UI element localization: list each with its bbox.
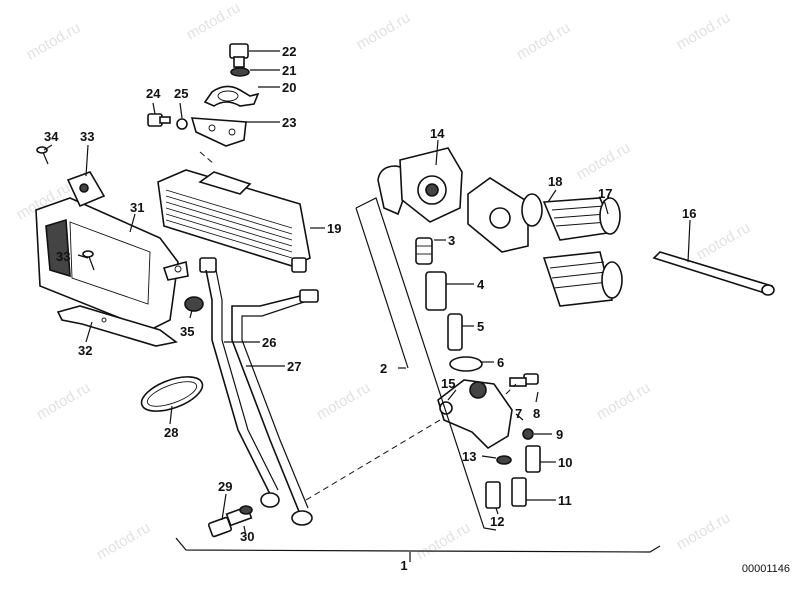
part-25-washer <box>176 118 188 130</box>
callout-31: 31 <box>130 200 144 215</box>
callout-1: 1 <box>400 558 407 573</box>
callout-11: 11 <box>558 493 572 508</box>
part-11-bolt <box>511 477 527 507</box>
watermark: motod.ru <box>34 379 94 423</box>
callout-29: 29 <box>218 479 232 494</box>
part-6-o-ring <box>449 356 483 372</box>
part-17-filter-element <box>542 197 623 307</box>
callout-23: 23 <box>282 115 296 130</box>
watermark: motod.ru <box>314 379 374 423</box>
part-21-washer <box>230 67 250 77</box>
watermark: motod.ru <box>694 219 754 263</box>
callout-28: 28 <box>164 425 178 440</box>
callout-24: 24 <box>146 86 161 101</box>
part-23-bracket <box>190 117 247 147</box>
callout-4: 4 <box>477 277 485 292</box>
part-19-oil-cooler <box>157 169 311 273</box>
watermark: motod.ru <box>674 9 734 53</box>
watermark: motod.ru <box>574 139 634 183</box>
part-20-clamp <box>203 85 260 107</box>
callout-21: 21 <box>282 63 296 78</box>
callout-14: 14 <box>430 126 445 141</box>
watermark: motod.ru <box>414 519 474 563</box>
watermark: motod.ru <box>674 509 734 553</box>
part-14-filter-housing <box>377 147 463 223</box>
callout-19: 19 <box>327 221 341 236</box>
part-30-washer <box>239 505 253 515</box>
callout-13: 13 <box>462 449 476 464</box>
callout-18: 18 <box>548 174 562 189</box>
callout-30: 30 <box>240 529 254 544</box>
watermark: motod.ru <box>354 9 414 53</box>
callout-34: 34 <box>44 129 59 144</box>
part-16-rod <box>652 251 775 296</box>
part-8-bolt <box>509 373 539 387</box>
callout-6: 6 <box>497 355 504 370</box>
part-27-oil-line <box>231 289 319 526</box>
part-4-valve <box>425 271 447 311</box>
callout-33: 33 <box>80 129 94 144</box>
callout-26: 26 <box>262 335 276 350</box>
part-9-washer <box>522 428 534 440</box>
watermark: motod.ru <box>94 519 154 563</box>
watermark: motod.ru <box>514 19 574 63</box>
part-32-bracket <box>56 305 178 347</box>
watermark: motod.ru <box>24 19 84 63</box>
part-28-hose-clamp <box>140 376 204 412</box>
callout-3: 3 <box>448 233 455 248</box>
callout-25: 25 <box>174 86 188 101</box>
callout-27: 27 <box>287 359 301 374</box>
part-gasket <box>467 177 529 253</box>
part-24-bolt <box>147 113 171 127</box>
part-12-screw <box>485 481 501 509</box>
diagram-code: 00001146 <box>742 563 790 575</box>
callout-8: 8 <box>533 406 540 421</box>
part-31-cooler-cover <box>35 197 189 331</box>
part-18-o-ring <box>521 193 543 227</box>
callout-labels: 1 2 3 4 5 6 7 8 9 10 11 12 13 14 15 16 1… <box>44 44 696 573</box>
watermark: motod.ru <box>184 0 244 43</box>
watermark: motod.ru <box>594 379 654 423</box>
callout-2: 2 <box>380 361 387 376</box>
part-5-piston <box>447 313 463 351</box>
callout-15: 15 <box>441 376 455 391</box>
part-10-plug <box>525 445 541 473</box>
part-22-bolt <box>229 43 249 68</box>
part-3-spring <box>415 237 433 265</box>
callout-22: 22 <box>282 44 296 59</box>
callout-9: 9 <box>556 427 563 442</box>
part-26-oil-line <box>205 269 280 508</box>
callout-7: 7 <box>515 406 522 421</box>
callout-33: 33 <box>56 249 70 264</box>
callout-17: 17 <box>598 186 612 201</box>
part-33-clip <box>66 171 106 208</box>
callout-5: 5 <box>477 319 484 334</box>
callout-12: 12 <box>490 514 504 529</box>
callout-35: 35 <box>180 324 194 339</box>
callout-20: 20 <box>282 80 296 95</box>
part-34-screw <box>36 146 49 165</box>
part-35-grommet <box>184 296 204 312</box>
callout-32: 32 <box>78 343 92 358</box>
part-33-screw <box>82 250 95 271</box>
part-13-washer <box>496 455 512 465</box>
callout-10: 10 <box>558 455 572 470</box>
leader-lines <box>43 50 691 562</box>
callout-16: 16 <box>682 206 696 221</box>
part-15-valve-body <box>437 379 513 450</box>
